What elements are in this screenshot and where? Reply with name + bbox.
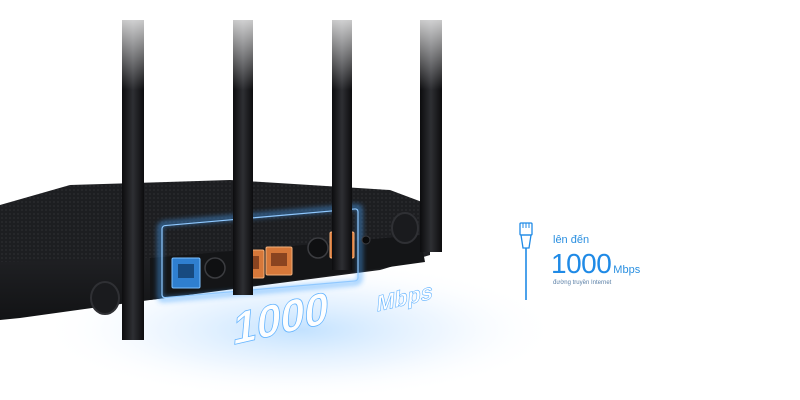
- speed-unit: Mbps: [613, 264, 641, 276]
- speed-prefix: lên đến: [553, 234, 590, 246]
- ethernet-cable-icon: [519, 222, 533, 300]
- reset-hole: [361, 235, 371, 245]
- rear-knob: [307, 237, 329, 259]
- antenna-hinge-1: [90, 281, 120, 315]
- speed-caption: đường truyền Internet: [553, 280, 612, 286]
- wan-port-socket: [178, 264, 194, 278]
- lan-port-2-socket: [271, 253, 287, 266]
- power-button: [204, 257, 226, 279]
- antenna-1: [122, 20, 144, 340]
- port-panel-glow: [158, 205, 362, 302]
- antenna-hinge-4: [391, 212, 419, 244]
- port-panel-outline: [161, 208, 359, 299]
- antenna-fade: [110, 0, 450, 90]
- speed-value: 1000: [551, 248, 612, 279]
